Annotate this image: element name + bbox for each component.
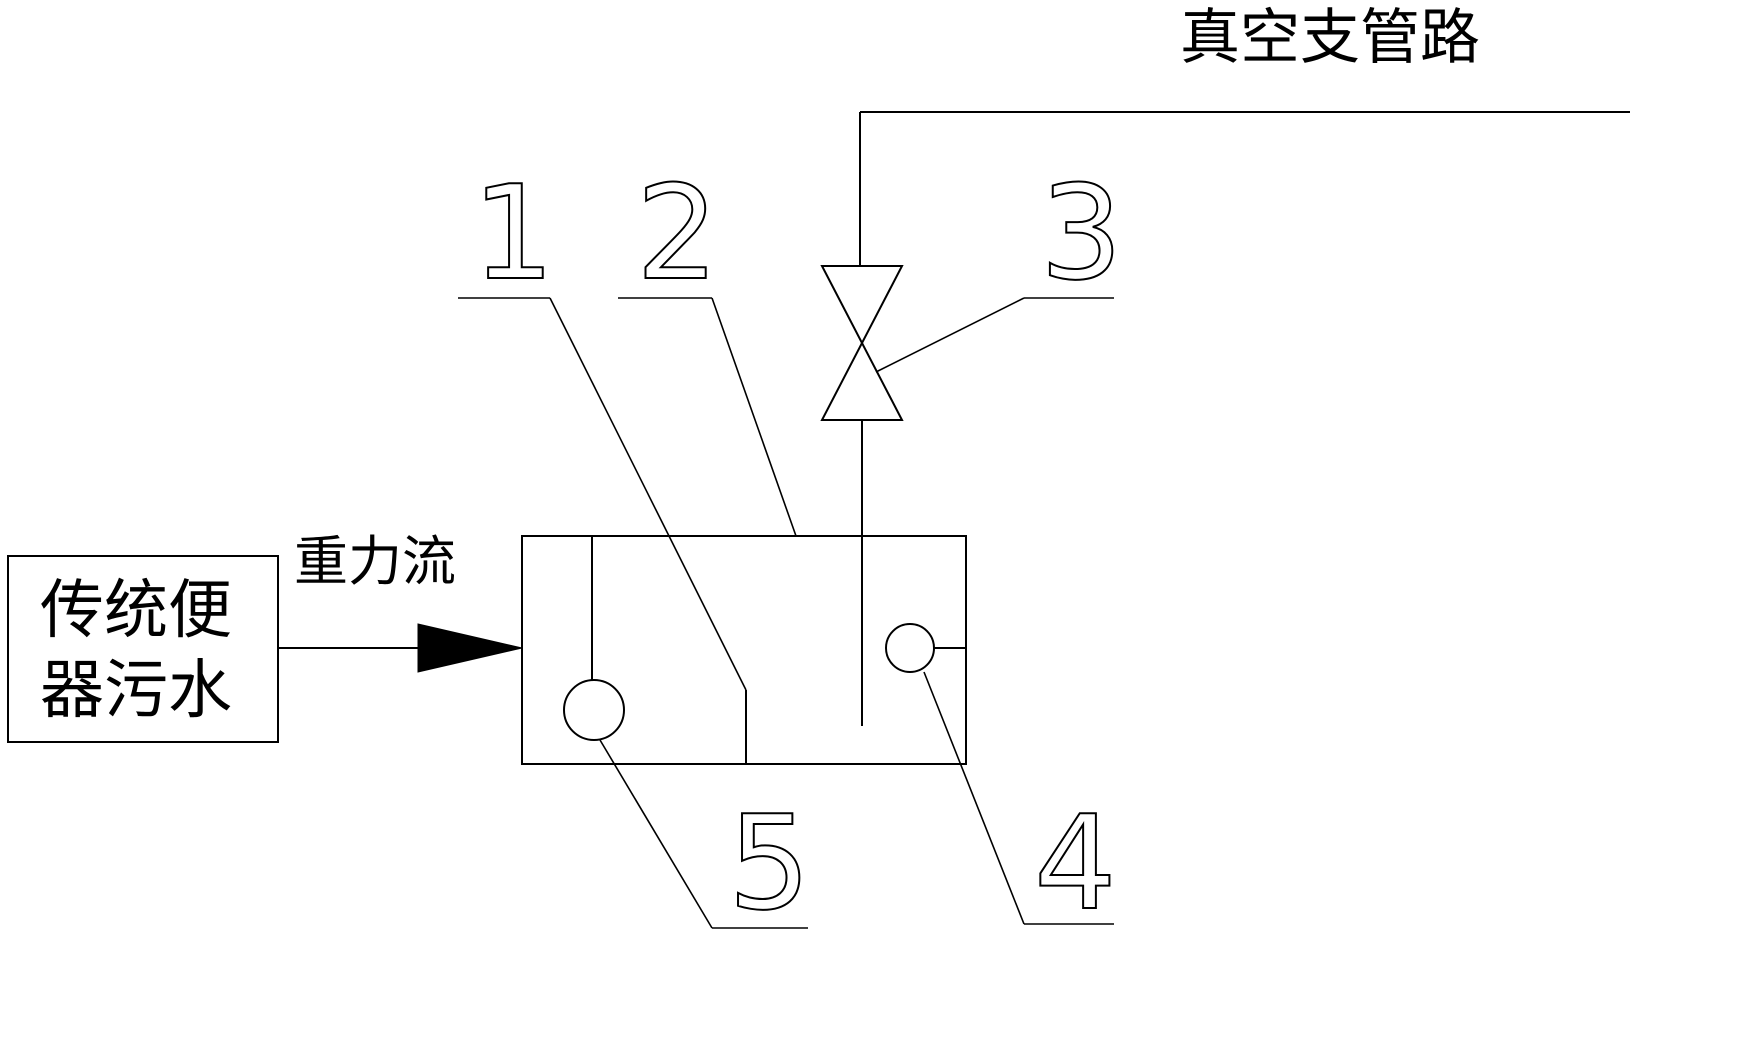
gravity-flow-label: 重力流 (294, 530, 456, 593)
collection-tank (521, 535, 967, 765)
vacuum-branch-label: 真空支管路 (1180, 3, 1480, 73)
leader-3 (875, 297, 1025, 373)
toilet-sewage-label-line2: 器污水 (40, 654, 232, 728)
leader-2 (711, 297, 797, 537)
callout-1: 1 (472, 157, 555, 309)
callout-2: 2 (636, 157, 719, 309)
callout-3: 3 (1040, 157, 1123, 309)
leader-5 (599, 739, 713, 929)
leader-4 (923, 671, 1025, 925)
gravity-flow-arrowhead (417, 623, 523, 673)
callout-4: 4 (1034, 787, 1117, 939)
callout-5: 5 (728, 787, 811, 939)
sensor-4-circle (885, 623, 935, 673)
toilet-sewage-label-line1: 传统便 (40, 574, 232, 648)
sensor-5-circle (563, 679, 625, 741)
leader-1 (549, 297, 747, 691)
valve-symbol (820, 265, 904, 421)
